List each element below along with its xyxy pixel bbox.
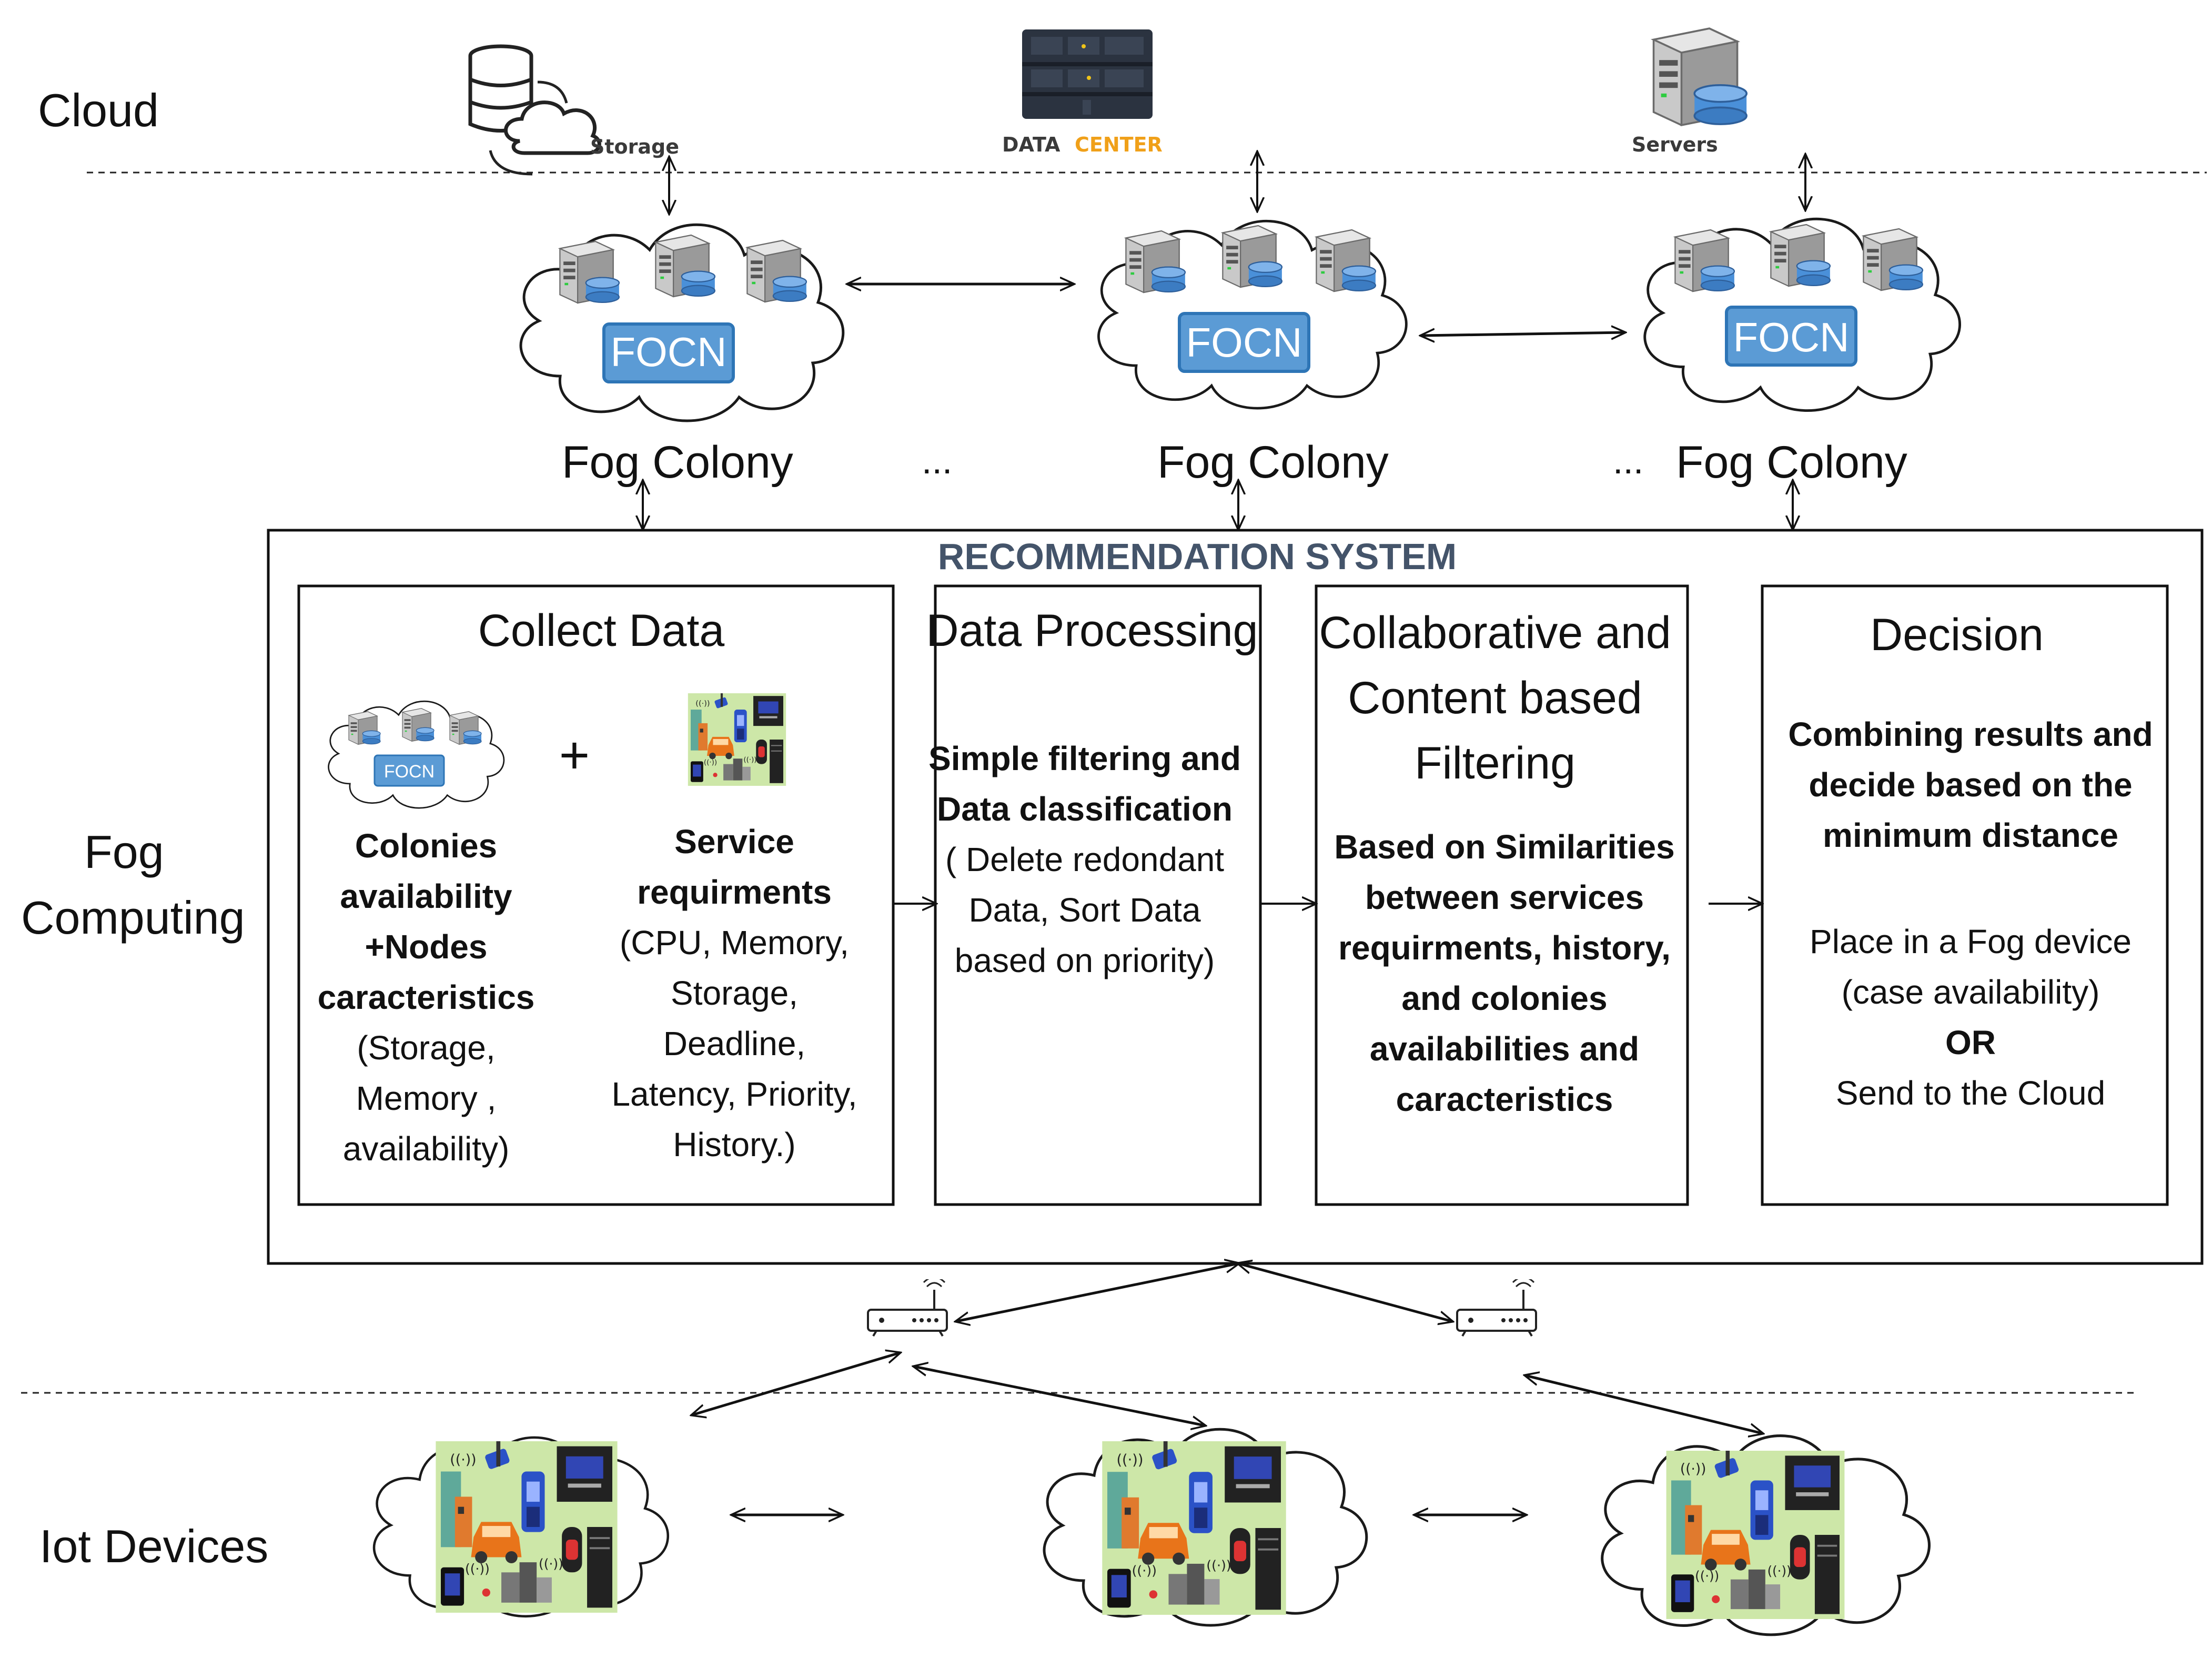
colonies-bold-line-1: Colonies (355, 827, 497, 865)
mini-colony-icon: FOCN (328, 700, 505, 809)
collect-data-box: Collect Data FOCN + Colonies availability… (297, 584, 895, 1206)
decision-normal-line-2: (case availability) (1842, 973, 2100, 1011)
service-normal-line-5: History.) (673, 1126, 795, 1164)
filtering-text: Based on Similarities between services req… (1334, 828, 1674, 1118)
iot-cluster-3 (1602, 1436, 1930, 1635)
router-left-iot2-arrow (914, 1367, 1205, 1425)
data-processing-title: Data Processing (926, 605, 1258, 656)
fog-colony-2: FOCN Fog Colony (1099, 221, 1407, 488)
decision-bold-line-1: Combining results and (1788, 715, 2153, 753)
service-bold-line-2: requirments (637, 873, 832, 911)
colony2-colony3-arrow (1421, 332, 1624, 336)
processing-normal-line-2: Data, Sort Data (968, 891, 1201, 929)
service-normal-line-1: (CPU, Memory, (620, 924, 849, 962)
service-text: Service requirments (CPU, Memory, Storage, D… (611, 823, 857, 1164)
colony-label-2: Fog Colony (1157, 437, 1389, 488)
colony-ellipsis-2: ... (1613, 440, 1643, 481)
processing-normal-line-1: ( Delete redondant (945, 841, 1224, 878)
decision-or: OR (1945, 1024, 1996, 1061)
rs-router-right-arrow (1238, 1263, 1452, 1321)
filtering-bold-line-3: requirments, history, (1338, 929, 1671, 967)
fog-layer-label-line2: Computing (21, 892, 245, 944)
datacenter-caption-a: DATA (1002, 133, 1060, 156)
focn-label-2: FOCN (1186, 319, 1302, 366)
rs-router-left-arrow (956, 1263, 1238, 1321)
decision-title: Decision (1870, 610, 2044, 660)
datacenter-icon: DATA CENTER (1002, 29, 1163, 156)
filtering-title-line-2: Content based (1348, 673, 1642, 723)
focn-node-3 (1725, 306, 1857, 367)
filtering-bold-line-4: and colonies (1401, 979, 1607, 1017)
router-right (1456, 1279, 1537, 1337)
service-normal-line-2: Storage, (671, 974, 798, 1012)
colonies-bold-line-3: +Nodes (365, 928, 488, 966)
recommendation-system-title: RECOMMENDATION SYSTEM (938, 536, 1457, 577)
storage-icon: Storage (468, 44, 679, 176)
focn-label-1: FOCN (611, 329, 727, 375)
data-processing-box: Data Processing Simple filtering andData… (926, 584, 1262, 1206)
filtering-bold-line-2: between services (1365, 878, 1644, 916)
servers-icon: Servers (1632, 27, 1748, 156)
servers-caption: Servers (1632, 133, 1718, 156)
plus-sign: + (559, 726, 590, 785)
fog-layer-label-line1: Fog (84, 826, 164, 878)
colonies-bold-line-4: caracteristics (318, 978, 535, 1016)
colonies-bold-line-2: availability (340, 877, 512, 915)
cloud-layer-label: Cloud (38, 84, 159, 136)
filtering-title-line-3: Filtering (1415, 738, 1575, 788)
fog-colony-1: FOCN Fog Colony (521, 225, 843, 488)
service-devices-icon (688, 693, 786, 786)
decision-bold-line-3: minimum distance (1823, 816, 2118, 854)
focn-node-1 (602, 322, 735, 383)
filtering-bold-line-5: availabilities and (1370, 1030, 1639, 1068)
colony-label-1: Fog Colony (562, 437, 793, 488)
router-right-iot3-arrow (1526, 1375, 1762, 1433)
service-normal-line-4: Latency, Priority, (611, 1075, 857, 1113)
colony-label-3: Fog Colony (1676, 437, 1907, 488)
service-normal-line-3: Deadline, (663, 1025, 805, 1063)
processing-normal-line-3: based on priority) (955, 942, 1215, 979)
processing-bold-line-1: Simple filtering and (928, 740, 1241, 777)
decision-text: Combining results and decide based on the… (1788, 715, 2153, 1112)
processing-bold-line-2: Data classification (937, 790, 1233, 828)
colonies-text: Colonies availability +Nodes caracteristics… (318, 827, 535, 1168)
filtering-bold-line-1: Based on Similarities (1334, 828, 1674, 866)
iot-cluster-2 (1044, 1429, 1367, 1625)
colonies-normal-line-1: (Storage, (357, 1029, 495, 1067)
filtering-bold-line-6: caracteristics (1396, 1080, 1613, 1118)
filtering-title-line-1: Collaborative and (1319, 608, 1671, 658)
colony-ellipsis-1: ... (922, 440, 952, 481)
datacenter-caption-b: CENTER (1075, 133, 1163, 156)
router-left (867, 1279, 948, 1337)
colonies-normal-line-2: Memory , (356, 1079, 497, 1117)
router-left-iot1-arrow (692, 1353, 900, 1415)
iot-layer-label: Iot Devices (39, 1520, 268, 1572)
mini-focn-label: FOCN (384, 762, 435, 782)
iot-cluster-1 (374, 1438, 668, 1616)
focn-label-3: FOCN (1733, 314, 1850, 360)
decision-send-cloud: Send to the Cloud (1836, 1074, 2105, 1112)
decision-normal-line-1: Place in a Fog device (1810, 923, 2132, 960)
colonies-normal-line-3: availability) (343, 1130, 510, 1168)
service-bold-line-1: Service (674, 823, 794, 861)
decision-box: Decision Combining results and decide bas… (1761, 584, 2169, 1206)
fog-colony-3: FOCN Fog Colony (1645, 219, 1960, 488)
decision-bold-line-2: decide based on the (1809, 766, 2132, 804)
collect-data-title: Collect Data (478, 605, 725, 656)
storage-caption: Storage (590, 135, 679, 158)
focn-node-2 (1178, 312, 1310, 373)
